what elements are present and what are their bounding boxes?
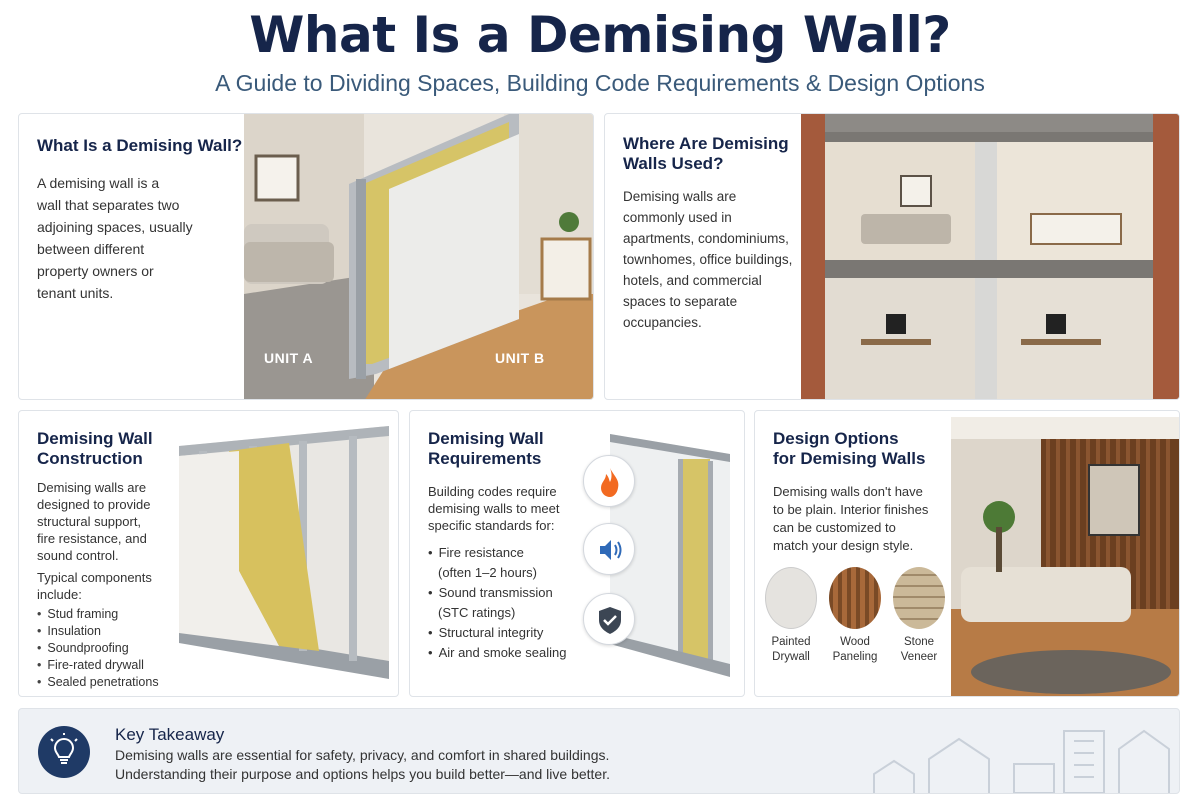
construction-line: Demising walls are: [37, 480, 147, 495]
what-is-heading: What Is a Demising Wall?: [37, 136, 243, 155]
design-line: match your design style.: [773, 538, 914, 553]
requirements-heading-line: Demising Wall: [428, 429, 544, 448]
requirements-line: demising walls to meet: [428, 501, 560, 516]
requirements-line: Building codes require: [428, 484, 557, 499]
where-used-text: Demising walls are commonly used in apar…: [623, 186, 803, 333]
what-is-line: tenant units.: [37, 285, 114, 301]
swatch-label-line: Veneer: [900, 651, 938, 663]
components-list-item: Soundproofing: [37, 640, 159, 657]
requirements-heading: Demising Wall Requirements: [428, 429, 544, 469]
swatch-label-line: Painted: [771, 636, 811, 648]
requirements-item-detail: (often 1–2 hours): [438, 565, 538, 580]
where-used-line: hotels, and commercial: [623, 273, 762, 288]
construction-line: sound control.: [37, 548, 119, 563]
requirements-heading-line: Requirements: [428, 449, 542, 468]
construction-heading-line: Construction: [37, 449, 143, 468]
what-is-line: adjoining spaces, usually: [37, 219, 193, 235]
wood-paneling-label: Wood Paneling: [820, 635, 890, 665]
components-intro-line: include:: [37, 587, 82, 602]
requirements-item-detail: (STC ratings): [438, 605, 516, 620]
where-used-heading: Where Are Demising Walls Used?: [623, 134, 789, 174]
components-intro-line: Typical components: [37, 570, 152, 585]
takeaway-line: Understanding their purpose and options …: [115, 766, 610, 782]
design-text: Demising walls don't have to be plain. I…: [773, 483, 953, 555]
requirements-item: Structural integrity: [428, 623, 566, 643]
where-used-line: Demising walls are: [623, 189, 737, 204]
design-line: to be plain. Interior finishes: [773, 502, 929, 517]
living-room-illustration: [951, 417, 1179, 696]
painted-drywall-swatch: [765, 567, 817, 629]
shield-check-icon: [583, 593, 635, 645]
where-used-line: commonly used in: [623, 210, 732, 225]
unit-b-label: UNIT B: [495, 350, 545, 366]
stone-veneer-label: Stone Veneer: [884, 635, 954, 665]
page-title: What Is a Demising Wall?: [249, 6, 951, 64]
components-list: Stud framing Insulation Soundproofing Fi…: [37, 606, 159, 691]
building-cross-section-illustration: [801, 114, 1179, 399]
stone-veneer-swatch: [893, 567, 945, 629]
where-used-heading-line: Where Are Demising: [623, 134, 789, 153]
requirements-text: Building codes require demising walls to…: [428, 483, 598, 534]
components-list-item: Insulation: [37, 623, 159, 640]
construction-line: structural support,: [37, 514, 142, 529]
what-is-text: A demising wall is a wall that separates…: [37, 172, 237, 304]
swatch-label-line: Wood: [840, 636, 870, 648]
what-is-line: between different: [37, 241, 145, 257]
where-used-heading-line: Walls Used?: [623, 154, 724, 173]
what-is-line: wall that separates two: [37, 197, 180, 213]
takeaway-heading: Key Takeaway: [115, 725, 225, 744]
requirements-item: Air and smoke sealing: [428, 643, 567, 663]
wall-section-illustration: [610, 434, 730, 677]
construction-line: designed to provide: [37, 497, 151, 512]
construction-heading: Demising Wall Construction: [37, 429, 153, 469]
construction-text: Demising walls are designed to provide s…: [37, 479, 187, 564]
what-is-card: What Is a Demising Wall? A demising wall…: [18, 113, 594, 400]
key-takeaway-banner: Key Takeaway Demising walls are essentia…: [18, 708, 1180, 794]
design-line: can be customized to: [773, 520, 896, 535]
swatch-label-line: Drywall: [772, 651, 810, 663]
design-heading-line: for Demising Walls: [773, 449, 926, 468]
requirements-card: Demising Wall Requirements Building code…: [409, 410, 745, 697]
what-is-line: property owners or: [37, 263, 154, 279]
components-list-item: Stud framing: [37, 606, 159, 623]
design-card: Design Options for Demising Walls Demisi…: [754, 410, 1180, 697]
lightbulb-icon: [38, 726, 90, 778]
where-used-line: apartments, condominiums,: [623, 231, 789, 246]
where-used-line: townhomes, office buildings,: [623, 252, 793, 267]
requirements-line: specific standards for:: [428, 518, 555, 533]
demising-wall-illustration: [244, 114, 593, 399]
sound-icon: [583, 523, 635, 575]
where-used-line: spaces to separate: [623, 294, 738, 309]
components-list-item: Sealed penetrations: [37, 674, 158, 691]
requirements-item: Fire resistance: [428, 543, 566, 563]
requirements-list: Fire resistance (often 1–2 hours) Sound …: [428, 543, 566, 663]
wood-paneling-swatch: [829, 567, 881, 629]
painted-drywall-label: Painted Drywall: [756, 635, 826, 665]
swatch-label-line: Paneling: [832, 651, 878, 663]
unit-a-label: UNIT A: [264, 350, 314, 366]
takeaway-line: Demising walls are essential for safety,…: [115, 747, 610, 763]
construction-heading-line: Demising Wall: [37, 429, 153, 448]
page-subtitle: A Guide to Dividing Spaces, Building Cod…: [215, 70, 985, 96]
swatch-label-line: Stone: [903, 636, 935, 648]
components-list-item: Fire-rated drywall: [37, 657, 159, 674]
where-used-line: occupancies.: [623, 315, 702, 330]
design-heading-line: Design Options: [773, 429, 899, 448]
construction-card: Demising Wall Construction Demising wall…: [18, 410, 399, 697]
requirements-item: Sound transmission: [428, 583, 566, 603]
where-used-card: Where Are Demising Walls Used? Demising …: [604, 113, 1180, 400]
components-intro: Typical components include:: [37, 569, 187, 603]
construction-line: fire resistance, and: [37, 531, 147, 546]
design-line: Demising walls don't have: [773, 484, 923, 499]
houses-skyline-icon: [873, 729, 1170, 793]
design-heading: Design Options for Demising Walls: [773, 429, 925, 469]
fire-icon: [583, 455, 635, 507]
wall-framing-illustration: [179, 426, 389, 679]
what-is-line: A demising wall is a: [37, 175, 160, 191]
